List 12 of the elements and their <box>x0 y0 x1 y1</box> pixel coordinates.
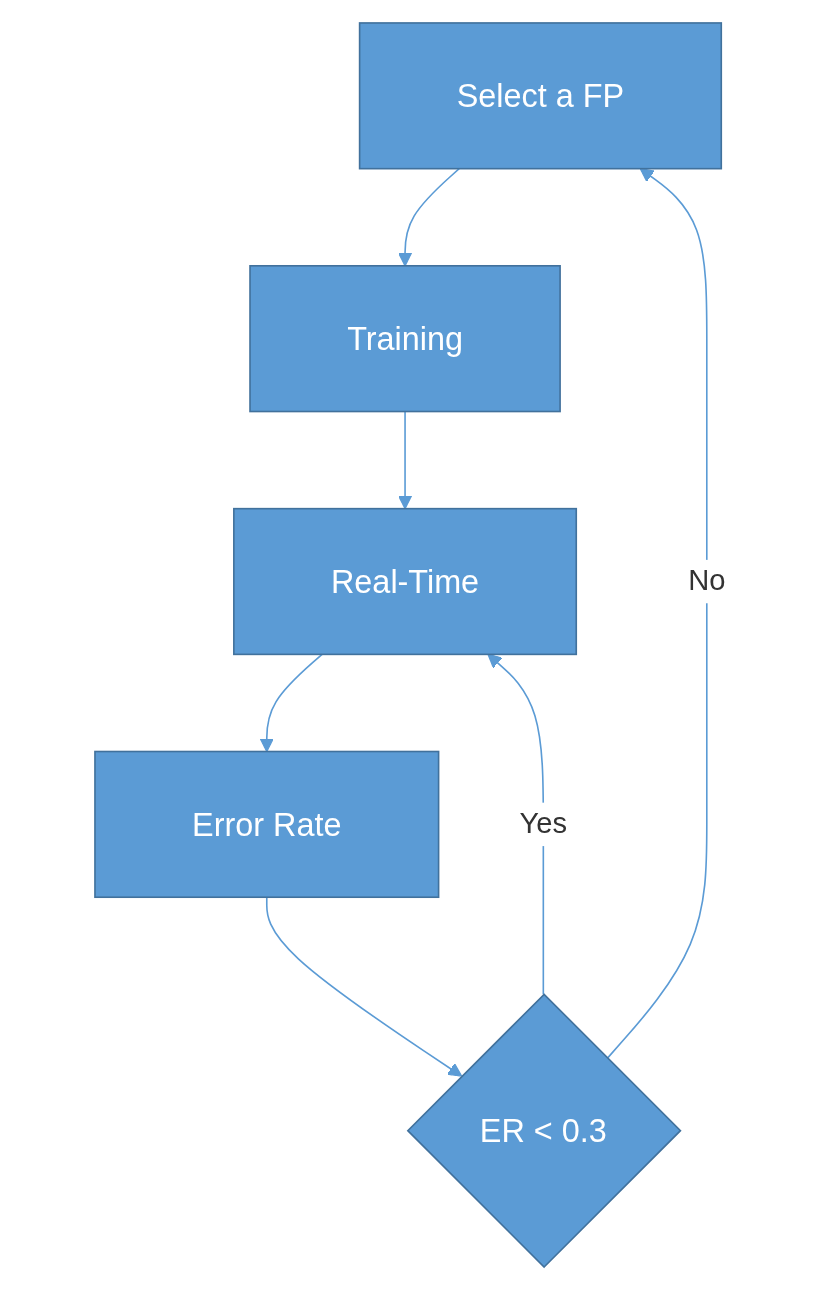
node-box: Training <box>249 265 562 413</box>
arrow <box>606 168 708 1060</box>
edge-label: No <box>688 564 726 597</box>
arrow <box>266 896 463 1077</box>
node-box: Real-Time <box>233 507 578 656</box>
arrow <box>398 410 413 510</box>
edge-label: Yes <box>519 807 568 840</box>
arrow <box>259 653 324 753</box>
arrow <box>398 167 461 267</box>
node-box: Select a FP <box>359 22 723 170</box>
node-box: Error Rate <box>94 750 440 899</box>
node-diamond: ER < 0.3 <box>406 993 682 1269</box>
